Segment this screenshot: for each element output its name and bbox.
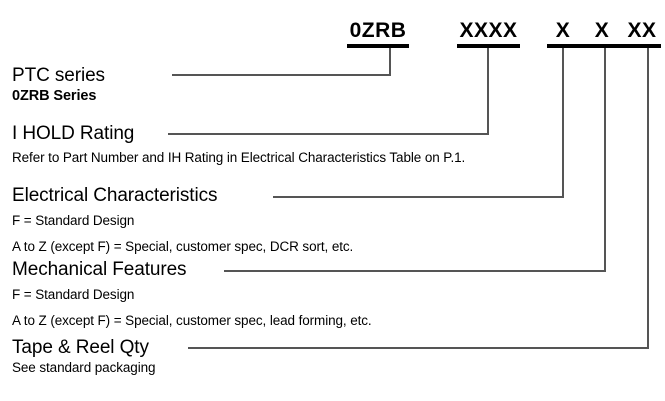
section-mechanical-features: Mechanical Features F = Standard Design … bbox=[12, 258, 372, 330]
section-mechanical-features-option-special: A to Z (except F) = Special, customer sp… bbox=[12, 313, 372, 328]
section-ihold-rating: I HOLD Rating Refer to Part Number and I… bbox=[12, 122, 465, 167]
section-electrical-characteristics-title: Electrical Characteristics bbox=[12, 185, 218, 206]
section-ptc-series-title: PTC series bbox=[12, 65, 105, 86]
code-segment-tape-reel: XX bbox=[627, 19, 657, 42]
section-mechanical-features-option-standard: F = Standard Design bbox=[12, 287, 135, 302]
leader-line-ptc bbox=[172, 48, 391, 76]
code-group-ihold: XXXX bbox=[457, 18, 520, 48]
section-tape-reel-qty-note: See standard packaging bbox=[12, 360, 156, 375]
section-ihold-rating-title: I HOLD Rating bbox=[12, 123, 135, 144]
section-ihold-rating-note: Refer to Part Number and IH Rating in El… bbox=[12, 150, 466, 165]
code-segment-electrical: X bbox=[555, 19, 571, 42]
section-tape-reel-qty-title: Tape & Reel Qty bbox=[12, 337, 149, 358]
section-tape-reel-qty: Tape & Reel Qty See standard packaging bbox=[12, 336, 156, 376]
code-group-series: 0ZRB bbox=[347, 18, 409, 48]
section-mechanical-features-title: Mechanical Features bbox=[12, 259, 187, 280]
section-ptc-series: PTC series 0ZRB Series bbox=[12, 64, 105, 106]
section-electrical-characteristics: Electrical Characteristics F = Standard … bbox=[12, 184, 353, 256]
section-electrical-characteristics-option-special: A to Z (except F) = Special, customer sp… bbox=[12, 239, 354, 254]
code-segment-mechanical: X bbox=[594, 19, 610, 42]
section-electrical-characteristics-option-standard: F = Standard Design bbox=[12, 213, 135, 228]
section-ptc-series-subtitle: 0ZRB Series bbox=[12, 88, 97, 104]
